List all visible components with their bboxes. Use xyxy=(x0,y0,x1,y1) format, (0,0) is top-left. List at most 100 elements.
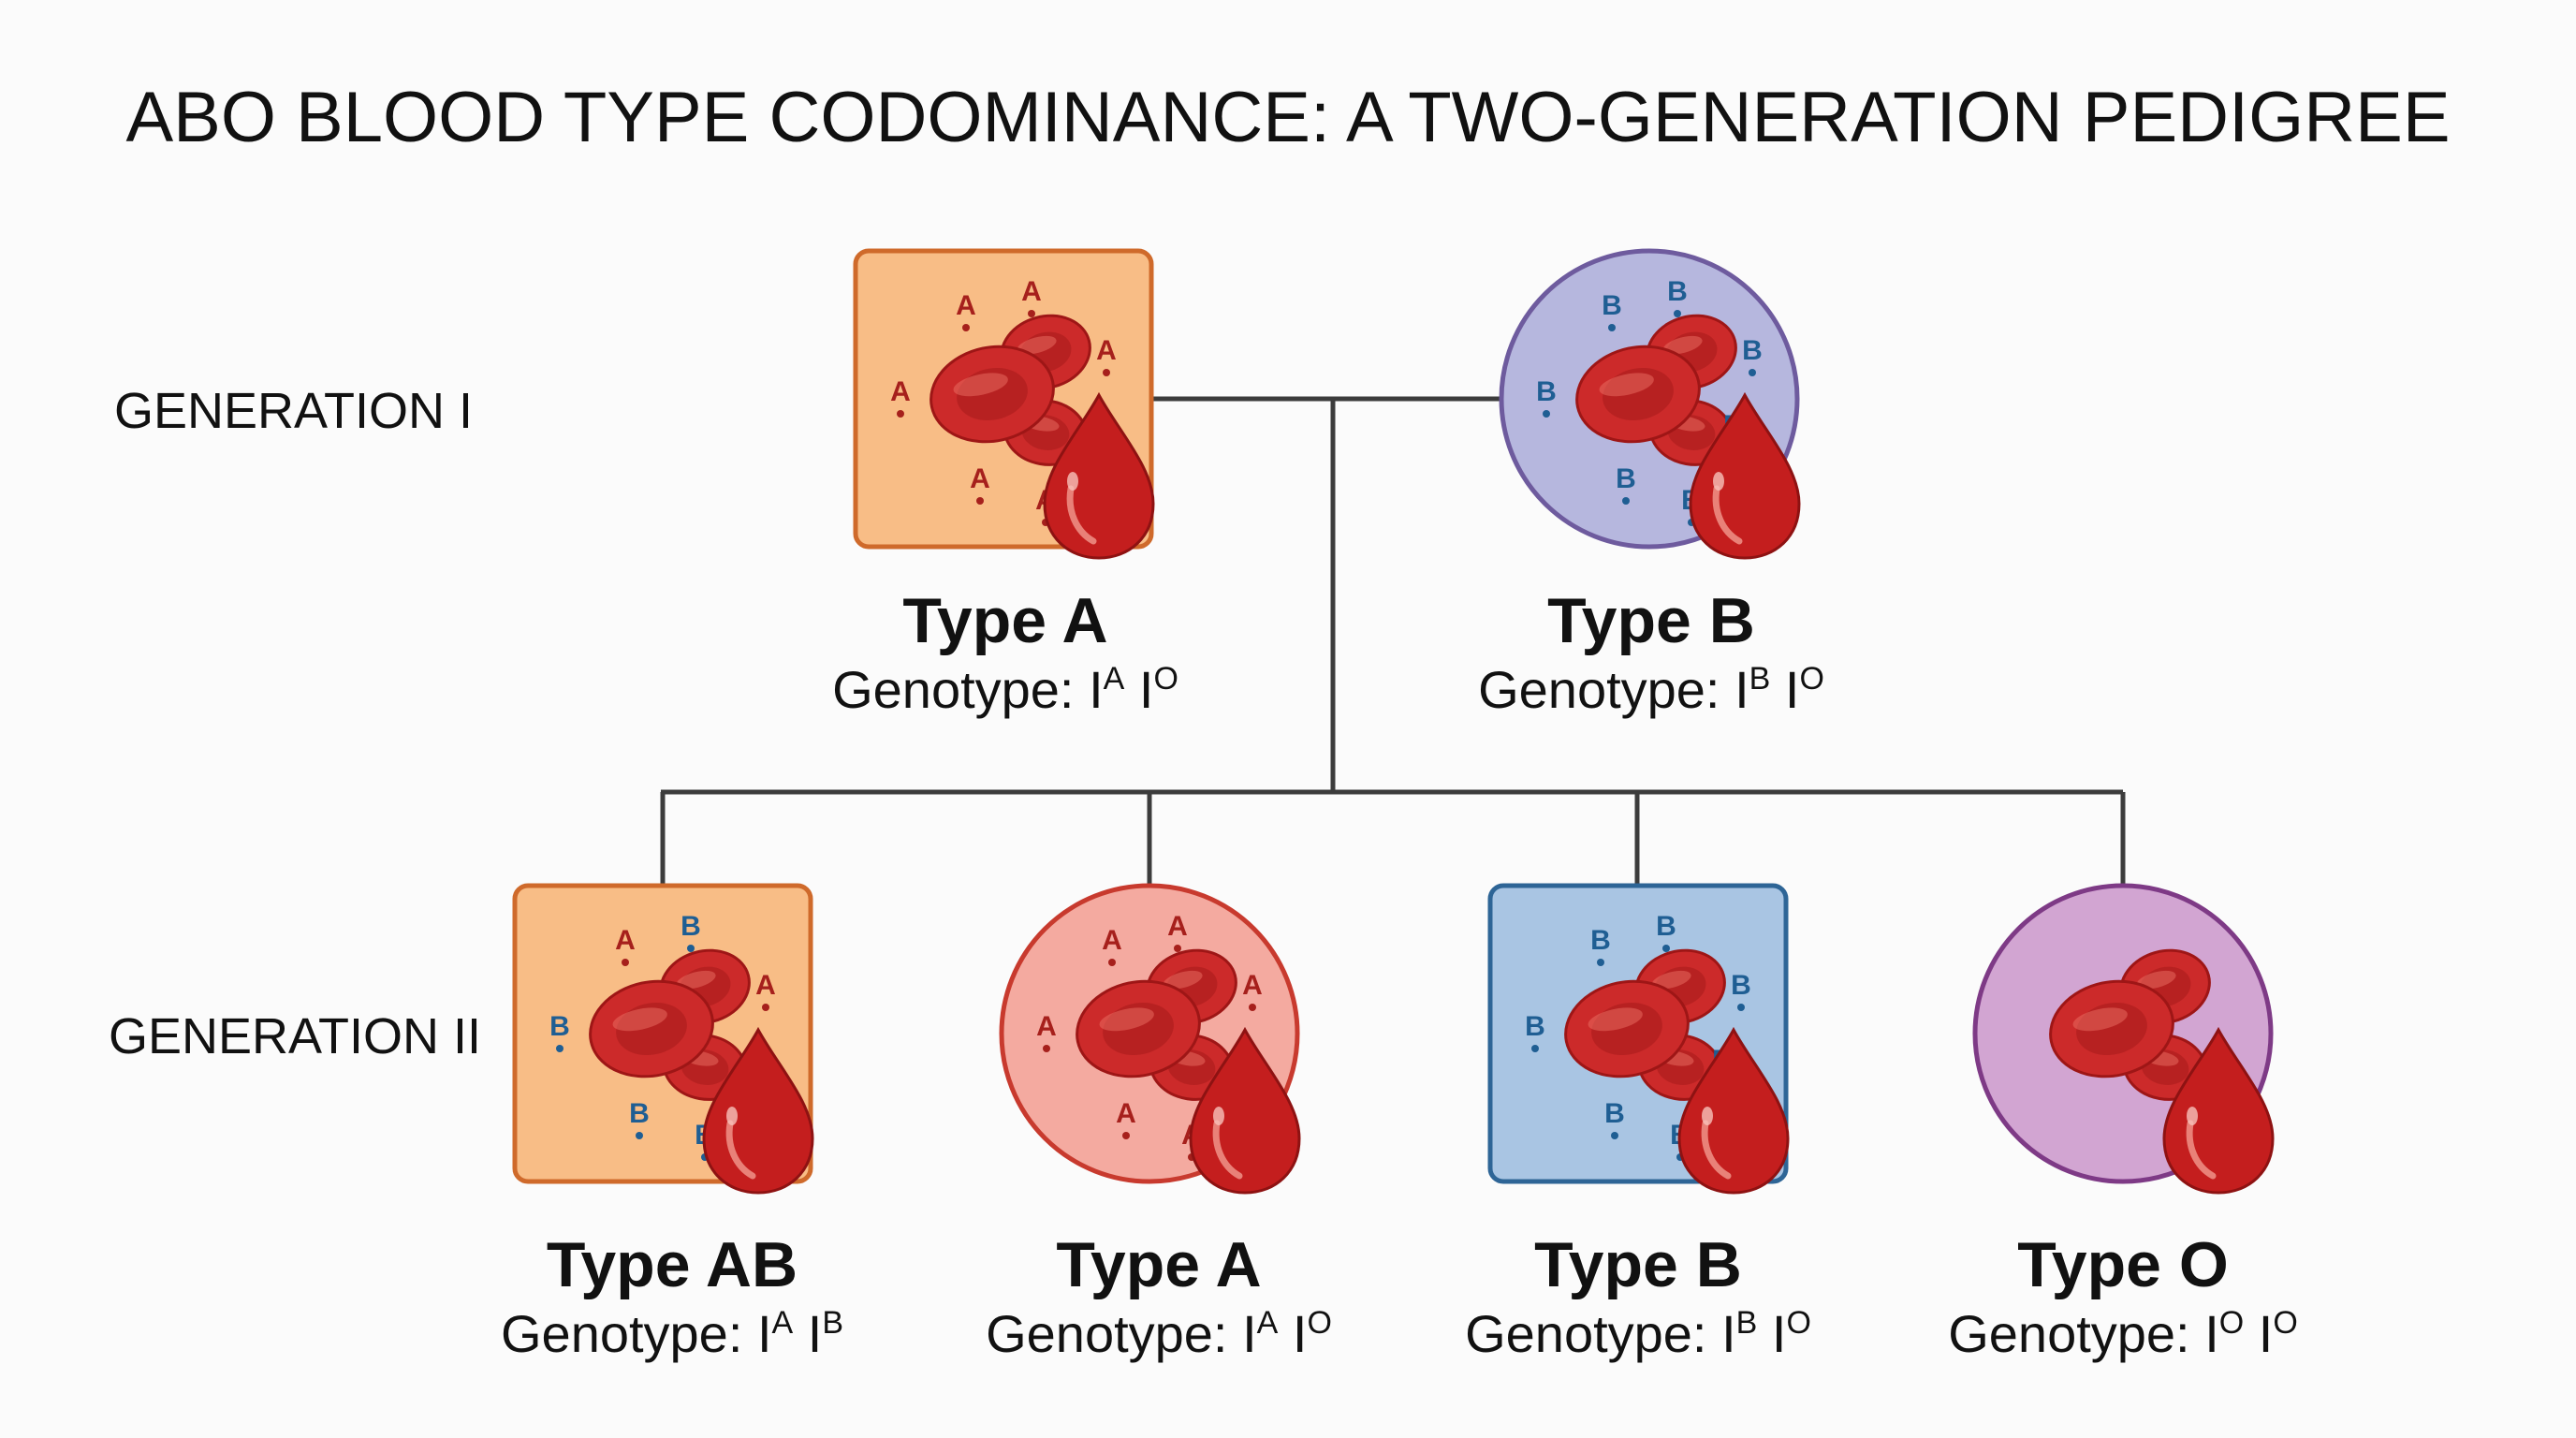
red-blood-cell xyxy=(1076,979,1201,1078)
svg-text:B: B xyxy=(681,911,701,942)
blood-drop-icon xyxy=(1689,391,1801,560)
genotype-prefix: Genotype: xyxy=(986,1304,1243,1363)
blood-drop-icon xyxy=(702,1026,814,1195)
symbol-group: ABABABAB xyxy=(512,883,814,1195)
allele-base: I xyxy=(1784,660,1800,719)
antigen-marker: A xyxy=(890,376,911,418)
father-symbol: AAAAAAAA xyxy=(853,248,1155,560)
allele-superscript: O xyxy=(1307,1305,1332,1341)
blood-drop-icon xyxy=(1189,1026,1301,1195)
generation-label-2: GENERATION II xyxy=(109,1008,482,1064)
antigen-marker: A xyxy=(1116,1098,1136,1139)
antigen-marker: A xyxy=(956,290,976,331)
symbol-group: AAAAAAAA xyxy=(853,248,1155,560)
child-2-caption: Type A Genotype: IA IO xyxy=(878,1228,1440,1367)
antigen-marker: A xyxy=(755,970,776,1011)
svg-text:B: B xyxy=(549,1011,570,1042)
svg-text:A: A xyxy=(1021,276,1042,307)
svg-text:A: A xyxy=(890,376,911,407)
allele-superscript: O xyxy=(2218,1305,2245,1341)
child-1-symbol: ABABABAB xyxy=(512,883,814,1195)
antigen-marker: B xyxy=(1616,463,1636,505)
allele-superscript: A xyxy=(1103,661,1125,697)
allele-base: I xyxy=(807,1304,823,1363)
child-4-symbol xyxy=(1972,883,2275,1195)
allele-superscript: O xyxy=(2273,1305,2298,1341)
svg-text:B: B xyxy=(1590,925,1611,956)
child-3-symbol: BBBBBBBB xyxy=(1487,883,1790,1195)
mother-genotype: Genotype: IB IO xyxy=(1370,657,1932,723)
genotype-prefix: Genotype: xyxy=(1948,1304,2205,1363)
antigen-marker: B xyxy=(1604,1098,1625,1139)
child-3-genotype: Genotype: IB IO xyxy=(1357,1301,1919,1367)
svg-text:A: A xyxy=(755,970,776,1001)
svg-text:A: A xyxy=(956,290,976,321)
child-2-genotype: Genotype: IA IO xyxy=(878,1301,1440,1367)
allele-superscript: O xyxy=(1786,1305,1811,1341)
allele-base: I xyxy=(756,1304,772,1363)
allele-base: I xyxy=(1771,1304,1787,1363)
child-4-genotype: Genotype: IO IO xyxy=(1842,1301,2404,1367)
antigen-marker: A xyxy=(615,925,636,966)
svg-text:A: A xyxy=(970,463,990,494)
genotype-prefix: Genotype: xyxy=(832,660,1090,719)
svg-text:B: B xyxy=(1536,376,1557,407)
svg-text:B: B xyxy=(1656,911,1676,942)
allele-superscript: A xyxy=(1256,1305,1279,1341)
symbol-group xyxy=(1972,883,2275,1195)
svg-text:B: B xyxy=(629,1098,650,1129)
svg-text:A: A xyxy=(1242,970,1263,1001)
antigen-marker: B xyxy=(1525,1011,1545,1052)
svg-text:B: B xyxy=(1602,290,1622,321)
symbol-group: BBBBBBBB xyxy=(1487,883,1790,1195)
antigen-marker: B xyxy=(1731,970,1751,1011)
antigen-marker: B xyxy=(681,911,701,952)
diagram-title: ABO BLOOD TYPE CODOMINANCE: A TWO-GENERA… xyxy=(125,78,2451,157)
antigen-marker: A xyxy=(1242,970,1263,1011)
allele-superscript: O xyxy=(1799,661,1824,697)
red-blood-cell xyxy=(1564,979,1690,1078)
child-4-phenotype: Type O xyxy=(2017,1229,2229,1300)
allele-base: I xyxy=(1089,660,1104,719)
allele-base: I xyxy=(1242,1304,1257,1363)
svg-text:A: A xyxy=(615,925,636,956)
genotype-prefix: Genotype: xyxy=(1478,660,1735,719)
antigen-marker: A xyxy=(1096,335,1117,376)
child-1-caption: Type AB Genotype: IA IB xyxy=(391,1228,953,1367)
allele-superscript: B xyxy=(1749,661,1771,697)
antigen-marker: B xyxy=(1656,911,1676,952)
symbol-group: BBBBBBBB xyxy=(1499,248,1801,560)
allele-superscript: O xyxy=(1153,661,1178,697)
svg-text:B: B xyxy=(1742,335,1763,366)
allele-superscript: B xyxy=(1735,1305,1758,1341)
child-4-caption: Type O Genotype: IO IO xyxy=(1842,1228,2404,1367)
antigen-marker: B xyxy=(1602,290,1622,331)
child-1-phenotype: Type AB xyxy=(546,1229,798,1300)
antigen-marker: B xyxy=(549,1011,570,1052)
genotype-prefix: Genotype: xyxy=(1465,1304,1722,1363)
child-2-symbol: AAAAAAAA xyxy=(999,883,1301,1195)
antigen-marker: B xyxy=(1590,925,1611,966)
svg-text:A: A xyxy=(1167,911,1188,942)
allele-base: I xyxy=(1138,660,1154,719)
blood-drop-icon xyxy=(1043,391,1155,560)
father-genotype: Genotype: IA IO xyxy=(724,657,1286,723)
mother-phenotype: Type B xyxy=(1547,585,1755,656)
antigen-marker: A xyxy=(970,463,990,505)
child-3-phenotype: Type B xyxy=(1534,1229,1742,1300)
father-phenotype: Type A xyxy=(902,585,1108,656)
antigen-marker: A xyxy=(1102,925,1122,966)
allele-base: I xyxy=(2258,1304,2274,1363)
allele-base: I xyxy=(1734,660,1749,719)
red-blood-cell xyxy=(1575,345,1701,444)
red-blood-cell xyxy=(929,345,1055,444)
red-blood-cell xyxy=(2049,979,2174,1078)
svg-text:B: B xyxy=(1616,463,1636,494)
antigen-marker: B xyxy=(629,1098,650,1139)
antigen-marker: B xyxy=(1536,376,1557,418)
antigen-marker: A xyxy=(1021,276,1042,317)
svg-text:A: A xyxy=(1116,1098,1136,1129)
generation-label-1: GENERATION I xyxy=(114,383,474,439)
